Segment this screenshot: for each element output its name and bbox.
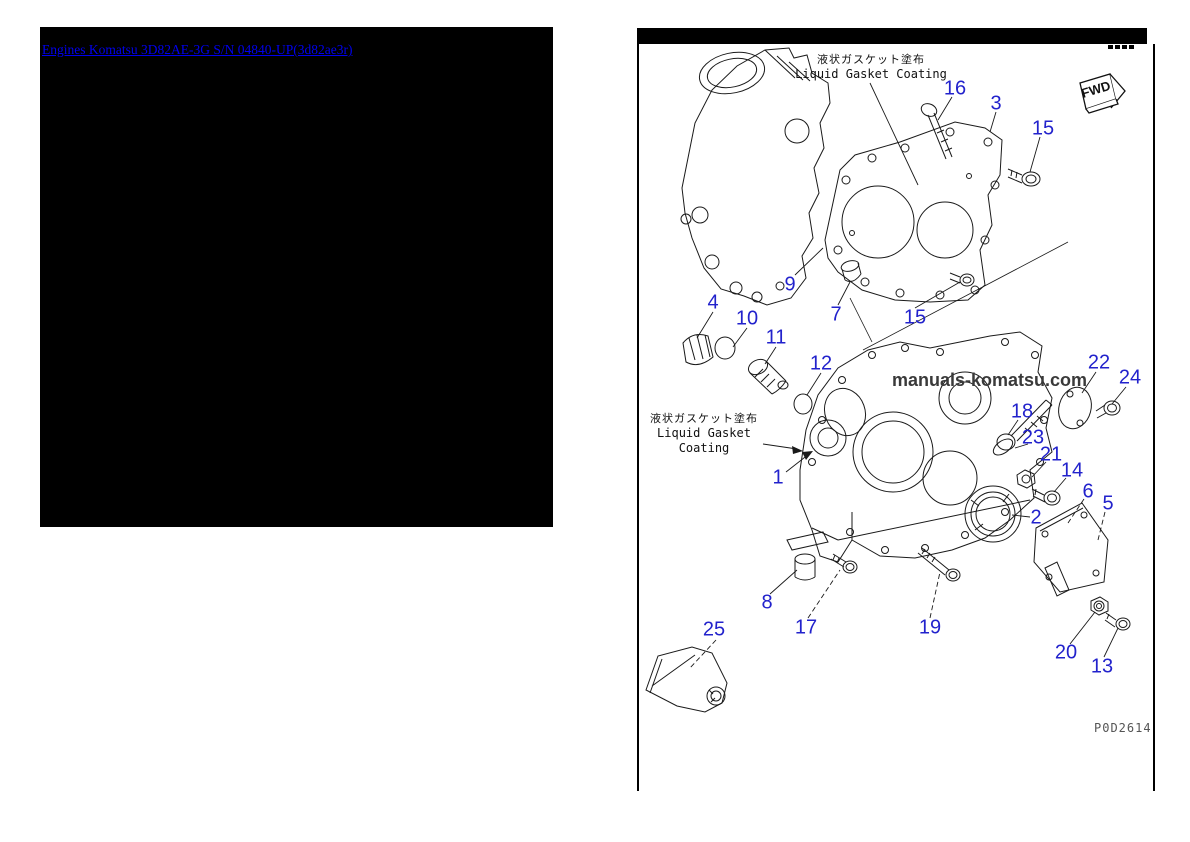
part-callout-10: 10 (735, 307, 759, 330)
diagram-left-border (637, 28, 639, 791)
plug-and-fittings (682, 334, 813, 415)
diagram-top-dashes (1108, 45, 1134, 49)
part-callout-24: 24 (1118, 366, 1142, 389)
right-fasteners (992, 399, 1061, 506)
part-callout-1: 1 (772, 466, 784, 489)
part-callout-3: 3 (990, 92, 1002, 115)
leader-lines (696, 82, 1127, 658)
part-callout-12: 12 (809, 352, 833, 375)
engine-block (680, 47, 831, 306)
side-plate-and-bolt (1058, 386, 1121, 430)
part-callout-8: 8 (761, 591, 773, 614)
gasket-note-top-jp: 液状ガスケット塗布 (817, 53, 925, 66)
part-callout-16: 16 (943, 77, 967, 100)
gasket-note-top: 液状ガスケット塗布 Liquid Gasket Coating (795, 53, 947, 82)
oil-seal (964, 485, 1022, 543)
part-callout-6: 6 (1082, 480, 1094, 503)
gasket-note-side-en: Liquid Gasket Coating (657, 425, 751, 455)
part-callout-22: 22 (1087, 351, 1111, 374)
engine-model-link[interactable]: Engines Komatsu 3D82AE-3G S/N 04840-UP(3… (42, 42, 353, 57)
part-callout-2: 2 (1030, 506, 1042, 529)
left-black-panel (40, 27, 553, 527)
timing-gear-case (799, 331, 1070, 597)
part-callout-17: 17 (794, 616, 818, 639)
part-callout-21: 21 (1039, 443, 1063, 466)
diagram-top-bar (637, 28, 1147, 44)
gasket-note-side: 液状ガスケット塗布 Liquid Gasket Coating (633, 412, 775, 456)
part-callout-7: 7 (830, 303, 842, 326)
drawing-code: P0D2614 (1094, 721, 1152, 735)
fwd-arrow-icon: FWD (1079, 73, 1126, 114)
part-callout-5: 5 (1102, 492, 1114, 515)
part-callout-19: 19 (918, 616, 942, 639)
sealant-tube (645, 646, 728, 713)
timing-case-gasket (824, 121, 1003, 303)
part-callout-25: 25 (702, 618, 726, 641)
gasket-note-side-jp: 液状ガスケット塗布 (650, 412, 758, 425)
parts-line-art (645, 47, 1131, 713)
part-callout-13: 13 (1090, 655, 1114, 678)
bottom-fasteners (786, 531, 1131, 631)
part-callout-4: 4 (707, 291, 719, 314)
part-callout-14: 14 (1060, 459, 1084, 482)
upper-bolts (840, 103, 1041, 287)
part-callout-15: 15 (1031, 117, 1055, 140)
gasket-note-top-en: Liquid Gasket Coating (795, 66, 947, 81)
watermark: manuals-komatsu.com (892, 370, 1088, 390)
part-callout-23: 23 (1021, 426, 1045, 449)
leader-lines-dashed (689, 498, 1106, 669)
part-callout-20: 20 (1054, 641, 1078, 664)
part-callout-11: 11 (765, 326, 787, 349)
projection-lines (849, 241, 1069, 351)
cover-plate (1033, 502, 1109, 593)
part-callout-15: 15 (903, 306, 927, 329)
diagram-right-border (1153, 44, 1155, 791)
part-callout-18: 18 (1010, 400, 1034, 423)
part-callout-9: 9 (784, 273, 796, 296)
